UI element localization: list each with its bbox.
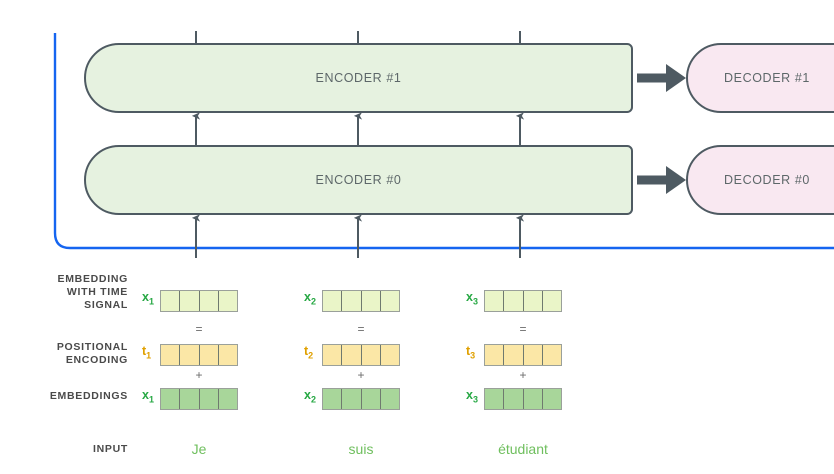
time-signal-name-1: x1	[142, 290, 154, 307]
vector-cell	[323, 291, 343, 311]
vector-cell	[542, 345, 561, 365]
vector-cell	[323, 389, 343, 409]
vector-cell	[342, 345, 362, 365]
positional-encoding-vector-3[interactable]	[484, 344, 562, 366]
decoder-block-1[interactable]: DECODER #1	[686, 43, 834, 113]
vector-cell	[323, 345, 343, 365]
time-signal-subscript-2: 2	[310, 296, 316, 307]
positional-name-2: t2	[304, 344, 313, 361]
vector-cell	[504, 345, 524, 365]
input-word-1: Je	[191, 441, 207, 457]
plus-operator-2: +	[357, 368, 365, 382]
row-label-positional-encoding: POSITIONAL ENCODING	[56, 341, 128, 366]
decoder-block-0-label: DECODER #0	[724, 173, 810, 187]
positional-subscript-3: 3	[470, 350, 476, 361]
plus-operator-1: +	[195, 368, 203, 382]
positional-name-3: t3	[466, 344, 475, 361]
time-signal-vector-3[interactable]	[484, 290, 562, 312]
embedding-subscript-3: 3	[472, 394, 478, 405]
vector-cell	[180, 291, 200, 311]
vector-cell	[218, 345, 237, 365]
row-label-input: INPUT	[93, 443, 128, 455]
input-word-3: étudiant	[498, 441, 548, 457]
vector-cell	[504, 389, 524, 409]
embedding-name-2: x2	[304, 388, 316, 405]
vector-cell	[523, 345, 543, 365]
embedding-symbol-2: x	[304, 388, 311, 402]
vector-cell	[380, 291, 399, 311]
vector-cell	[161, 291, 181, 311]
encoder1-to-decoder1-arrow	[637, 64, 686, 92]
vector-cell	[342, 291, 362, 311]
plus-operator-3: +	[519, 368, 527, 382]
embedding-vector-3[interactable]	[484, 388, 562, 410]
residual-connection-line	[53, 33, 834, 250]
vector-cell	[361, 291, 381, 311]
positional-symbol-2: t	[304, 344, 309, 358]
vector-cell	[199, 291, 219, 311]
encoder-block-1-label: ENCODER #1	[315, 71, 402, 85]
vector-cell	[180, 389, 200, 409]
vector-cell	[361, 345, 381, 365]
vector-cell	[180, 345, 200, 365]
time-signal-subscript-3: 3	[472, 296, 478, 307]
vector-cell	[542, 291, 561, 311]
embedding-name-3: x3	[466, 388, 478, 405]
embedding-subscript-2: 2	[310, 394, 316, 405]
embedding-name-1: x1	[142, 388, 154, 405]
positional-symbol-1: t	[142, 344, 147, 358]
embedding-vector-1[interactable]	[160, 388, 238, 410]
vector-cell	[485, 389, 505, 409]
vector-cell	[542, 389, 561, 409]
row-label-embedding-with-time-signal: EMBEDDING WITH TIME SIGNAL	[57, 273, 128, 311]
vector-cell	[161, 345, 181, 365]
positional-subscript-2: 2	[308, 350, 314, 361]
encoder-block-0[interactable]: ENCODER #0	[84, 145, 633, 215]
positional-subscript-1: 1	[146, 350, 152, 361]
encoder-block-1[interactable]: ENCODER #1	[84, 43, 633, 113]
input-word-2: suis	[348, 441, 374, 457]
time-signal-symbol-3: x	[466, 290, 473, 304]
equals-operator-3: =	[519, 322, 527, 336]
vector-cell	[218, 389, 237, 409]
encoder-block-0-label: ENCODER #0	[315, 173, 402, 187]
vector-cell	[199, 389, 219, 409]
vector-cell	[161, 389, 181, 409]
positional-encoding-vector-2[interactable]	[322, 344, 400, 366]
vector-cell	[380, 389, 399, 409]
time-signal-name-3: x3	[466, 290, 478, 307]
positional-symbol-3: t	[466, 344, 471, 358]
equals-operator-2: =	[357, 322, 365, 336]
embedding-vector-2[interactable]	[322, 388, 400, 410]
vector-cell	[523, 291, 543, 311]
vector-cell	[485, 291, 505, 311]
embedding-symbol-3: x	[466, 388, 473, 402]
time-signal-vector-2[interactable]	[322, 290, 400, 312]
vector-cell	[485, 345, 505, 365]
row-label-embeddings: EMBEDDINGS	[49, 390, 128, 402]
decoder-block-1-label: DECODER #1	[724, 71, 810, 85]
time-signal-vector-1[interactable]	[160, 290, 238, 312]
time-signal-symbol-2: x	[304, 290, 311, 304]
vector-cell	[199, 345, 219, 365]
time-signal-subscript-1: 1	[148, 296, 154, 307]
decoder-block-0[interactable]: DECODER #0	[686, 145, 834, 215]
vector-cell	[218, 291, 237, 311]
time-signal-name-2: x2	[304, 290, 316, 307]
equals-operator-1: =	[195, 322, 203, 336]
embedding-subscript-1: 1	[148, 394, 154, 405]
vector-cell	[380, 345, 399, 365]
positional-encoding-vector-1[interactable]	[160, 344, 238, 366]
vector-cell	[504, 291, 524, 311]
vector-cell	[361, 389, 381, 409]
vector-cell	[523, 389, 543, 409]
embedding-symbol-1: x	[142, 388, 149, 402]
time-signal-symbol-1: x	[142, 290, 149, 304]
positional-name-1: t1	[142, 344, 151, 361]
vector-cell	[342, 389, 362, 409]
encoder0-to-decoder0-arrow	[637, 166, 686, 194]
